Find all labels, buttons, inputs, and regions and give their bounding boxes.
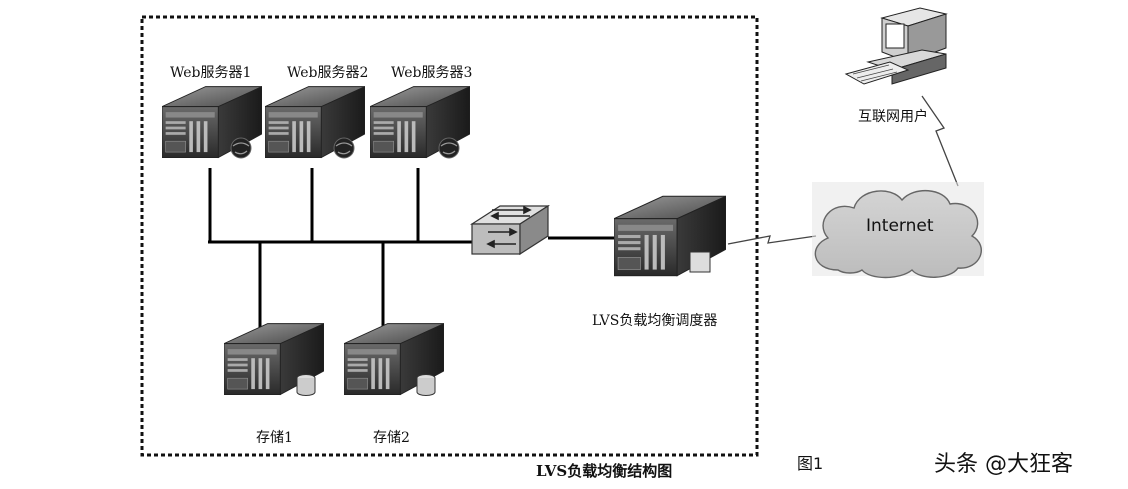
web-server-2-icon (265, 86, 365, 159)
user-computer-icon (844, 7, 948, 85)
user-internet-link (921, 95, 959, 187)
scheduler-label: LVS负载均衡调度器 (592, 313, 718, 329)
lvs-scheduler-icon (614, 195, 726, 277)
internet-cloud-icon (812, 182, 984, 279)
figure-label: 图1 (797, 454, 824, 473)
web-server-1-icon (162, 86, 262, 159)
diagram-caption: LVS负载均衡结构图 (536, 462, 673, 480)
storage-2-label: 存储2 (373, 430, 410, 446)
network-switch-icon (469, 204, 551, 256)
watermark: 头条 @大狂客 (934, 452, 1073, 477)
internet-label: Internet (866, 216, 934, 236)
scheduler-internet-link (727, 235, 817, 245)
user-label: 互联网用户 (858, 109, 928, 125)
network-links (208, 168, 620, 345)
lvs-cluster-boundary (140, 15, 759, 457)
web-server-3-icon (370, 86, 470, 159)
storage-1-icon (224, 323, 324, 396)
web-server-3-label: Web服务器3 (391, 65, 473, 81)
storage-2-icon (344, 323, 444, 396)
storage-1-label: 存储1 (256, 430, 293, 446)
web-server-1-label: Web服务器1 (170, 65, 252, 81)
web-server-2-label: Web服务器2 (287, 65, 369, 81)
